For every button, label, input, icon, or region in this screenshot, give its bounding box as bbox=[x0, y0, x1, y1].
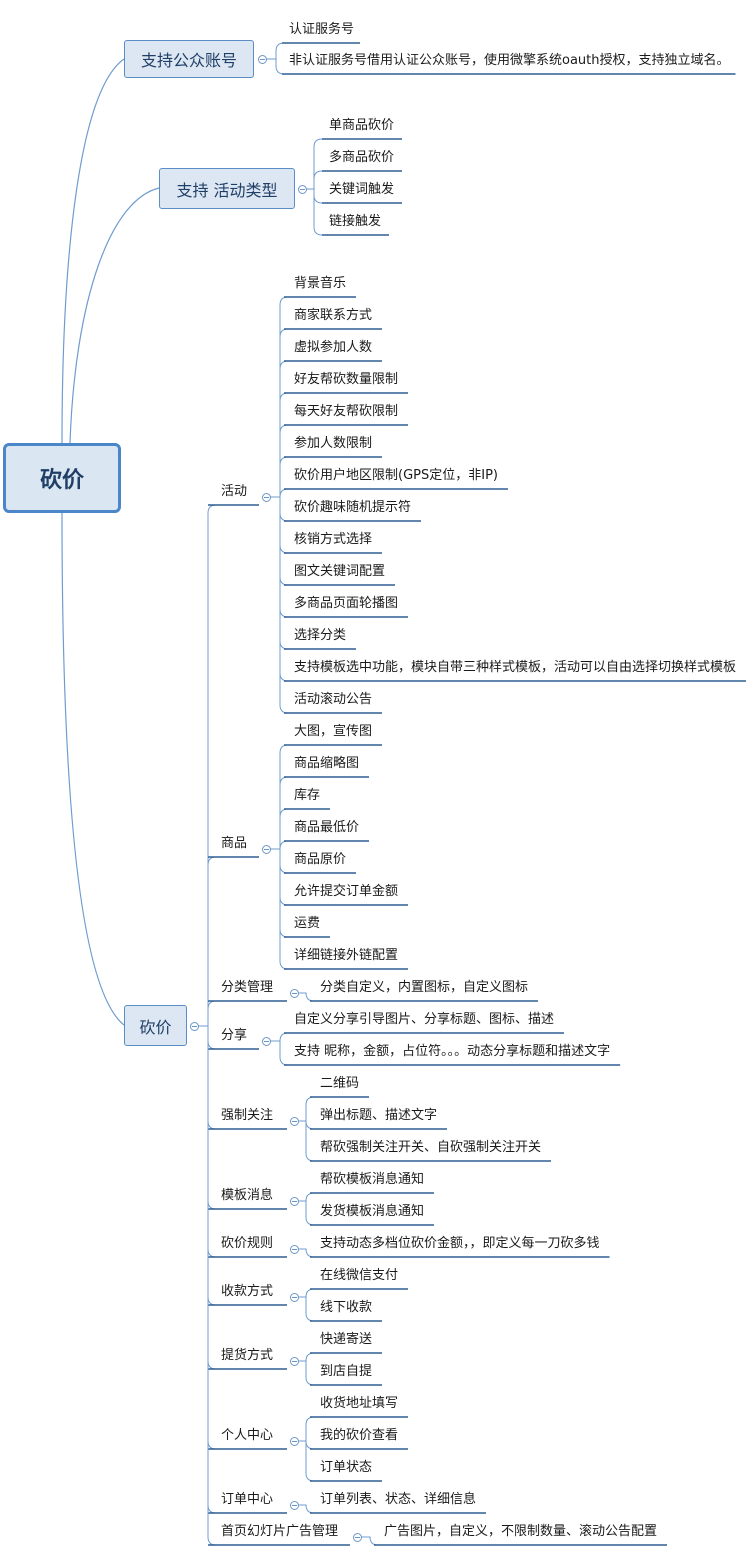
bargain-leaf[interactable]: 砍价趣味随机提示符 bbox=[294, 500, 412, 515]
bargain-group-collapse-toggle[interactable] bbox=[289, 1292, 299, 1302]
bargain-leaf[interactable]: 支持 昵称，金额，占位符。。。动态分享标题和描述文字 bbox=[294, 1044, 611, 1059]
branch-public-account[interactable]: 支持公众账号 bbox=[124, 40, 254, 78]
bargain-leaf[interactable]: 背景音乐 bbox=[294, 276, 347, 291]
bargain-leaf[interactable]: 分类自定义，内置图标，自定义图标 bbox=[320, 980, 529, 995]
bargain-leaf[interactable]: 每天好友帮砍限制 bbox=[294, 404, 399, 419]
bargain-leaf[interactable]: 选择分类 bbox=[294, 628, 347, 643]
bargain-leaf[interactable]: 商品最低价 bbox=[294, 820, 360, 835]
activity-type-leaf[interactable]: 关键词触发 bbox=[329, 182, 395, 197]
bargain-group-collapse-toggle[interactable] bbox=[289, 1244, 299, 1254]
bargain-leaf[interactable]: 广告图片，自定义，不限制数量、滚动公告配置 bbox=[384, 1524, 658, 1539]
bargain-leaf[interactable]: 详细链接外链配置 bbox=[294, 948, 399, 963]
bargain-group-label[interactable]: 强制关注 bbox=[221, 1108, 274, 1123]
bargain-group-label[interactable]: 提货方式 bbox=[221, 1348, 274, 1363]
branch-activity-type-collapse-toggle[interactable] bbox=[297, 184, 307, 194]
bargain-leaf[interactable]: 商品缩略图 bbox=[294, 756, 360, 771]
public-account-leaf[interactable]: 认证服务号 bbox=[289, 22, 355, 37]
bargain-leaf[interactable]: 订单列表、状态、详细信息 bbox=[320, 1492, 477, 1507]
bargain-group-collapse-toggle[interactable] bbox=[261, 492, 271, 502]
branch-public-account-collapse-toggle[interactable] bbox=[257, 54, 267, 64]
bargain-group-label[interactable]: 砍价规则 bbox=[221, 1236, 274, 1251]
branch-bargain[interactable]: 砍价 bbox=[124, 1005, 187, 1046]
activity-type-leaf[interactable]: 单商品砍价 bbox=[329, 118, 395, 133]
bargain-leaf[interactable]: 到店自提 bbox=[320, 1364, 373, 1379]
bargain-group-collapse-toggle[interactable] bbox=[289, 1356, 299, 1366]
bargain-group-label[interactable]: 首页幻灯片广告管理 bbox=[221, 1524, 339, 1539]
bargain-group-collapse-toggle[interactable] bbox=[289, 1116, 299, 1126]
bargain-group-label[interactable]: 商品 bbox=[221, 836, 248, 851]
public-account-leaf[interactable]: 非认证服务号借用认证公众账号，使用微擎系统oauth授权，支持独立域名。 bbox=[289, 53, 730, 68]
bargain-leaf[interactable]: 参加人数限制 bbox=[294, 436, 373, 451]
bargain-group-collapse-toggle[interactable] bbox=[289, 1196, 299, 1206]
bargain-group-label[interactable]: 活动 bbox=[221, 484, 248, 499]
bargain-leaf[interactable]: 线下收款 bbox=[320, 1300, 373, 1315]
activity-type-leaf[interactable]: 多商品砍价 bbox=[329, 150, 395, 165]
bargain-leaf[interactable]: 虚拟参加人数 bbox=[294, 340, 373, 355]
bargain-group-label[interactable]: 个人中心 bbox=[221, 1428, 274, 1443]
bargain-leaf[interactable]: 允许提交订单金额 bbox=[294, 884, 399, 899]
root-node[interactable]: 砍价 bbox=[3, 443, 121, 513]
bargain-leaf[interactable]: 我的砍价查看 bbox=[320, 1428, 399, 1443]
bargain-leaf[interactable]: 在线微信支付 bbox=[320, 1268, 399, 1283]
bargain-leaf[interactable]: 核销方式选择 bbox=[294, 532, 373, 547]
bargain-leaf[interactable]: 大图，宣传图 bbox=[294, 724, 373, 739]
bargain-group-label[interactable]: 收款方式 bbox=[221, 1284, 274, 1299]
bargain-leaf[interactable]: 多商品页面轮播图 bbox=[294, 596, 399, 611]
bargain-group-label[interactable]: 订单中心 bbox=[221, 1492, 274, 1507]
bargain-group-collapse-toggle[interactable] bbox=[261, 844, 271, 854]
bargain-leaf[interactable]: 好友帮砍数量限制 bbox=[294, 372, 399, 387]
bargain-leaf[interactable]: 支持模板选中功能，模块自带三种样式模板，活动可以自由选择切换样式模板 bbox=[294, 660, 737, 675]
bargain-leaf[interactable]: 图文关键词配置 bbox=[294, 564, 386, 579]
branch-bargain-collapse-toggle[interactable] bbox=[189, 1021, 199, 1031]
bargain-group-collapse-toggle[interactable] bbox=[261, 1036, 271, 1046]
bargain-leaf[interactable]: 运费 bbox=[294, 916, 321, 931]
bargain-leaf[interactable]: 收货地址填写 bbox=[320, 1396, 399, 1411]
bargain-group-collapse-toggle[interactable] bbox=[289, 1500, 299, 1510]
bargain-leaf[interactable]: 支持动态多档位砍价金额，，即定义每一刀砍多钱 bbox=[320, 1236, 600, 1251]
bargain-group-collapse-toggle[interactable] bbox=[289, 988, 299, 998]
bargain-leaf[interactable]: 发货模板消息通知 bbox=[320, 1204, 425, 1219]
bargain-leaf[interactable]: 自定义分享引导图片、分享标题、图标、描述 bbox=[294, 1012, 555, 1027]
bargain-leaf[interactable]: 商品原价 bbox=[294, 852, 347, 867]
bargain-group-label[interactable]: 模板消息 bbox=[221, 1188, 274, 1203]
bargain-leaf[interactable]: 活动滚动公告 bbox=[294, 692, 373, 707]
bargain-leaf[interactable]: 砍价用户地区限制(GPS定位，非IP) bbox=[294, 468, 498, 483]
bargain-leaf[interactable]: 快递寄送 bbox=[320, 1332, 373, 1347]
branch-activity-type[interactable]: 支持 活动类型 bbox=[159, 168, 295, 209]
activity-type-leaf[interactable]: 链接触发 bbox=[329, 214, 382, 229]
bargain-leaf[interactable]: 弹出标题、描述文字 bbox=[320, 1108, 438, 1123]
bargain-group-label[interactable]: 分类管理 bbox=[221, 980, 274, 995]
bargain-group-collapse-toggle[interactable] bbox=[352, 1532, 362, 1542]
bargain-leaf[interactable]: 帮砍强制关注开关、自砍强制关注开关 bbox=[320, 1140, 542, 1155]
bargain-leaf[interactable]: 商家联系方式 bbox=[294, 308, 373, 323]
bargain-leaf[interactable]: 库存 bbox=[294, 788, 321, 803]
bargain-leaf[interactable]: 二维码 bbox=[320, 1076, 360, 1091]
bargain-group-label[interactable]: 分享 bbox=[221, 1028, 248, 1043]
bargain-leaf[interactable]: 订单状态 bbox=[320, 1460, 373, 1475]
bargain-leaf[interactable]: 帮砍模板消息通知 bbox=[320, 1172, 425, 1187]
bargain-group-collapse-toggle[interactable] bbox=[289, 1436, 299, 1446]
